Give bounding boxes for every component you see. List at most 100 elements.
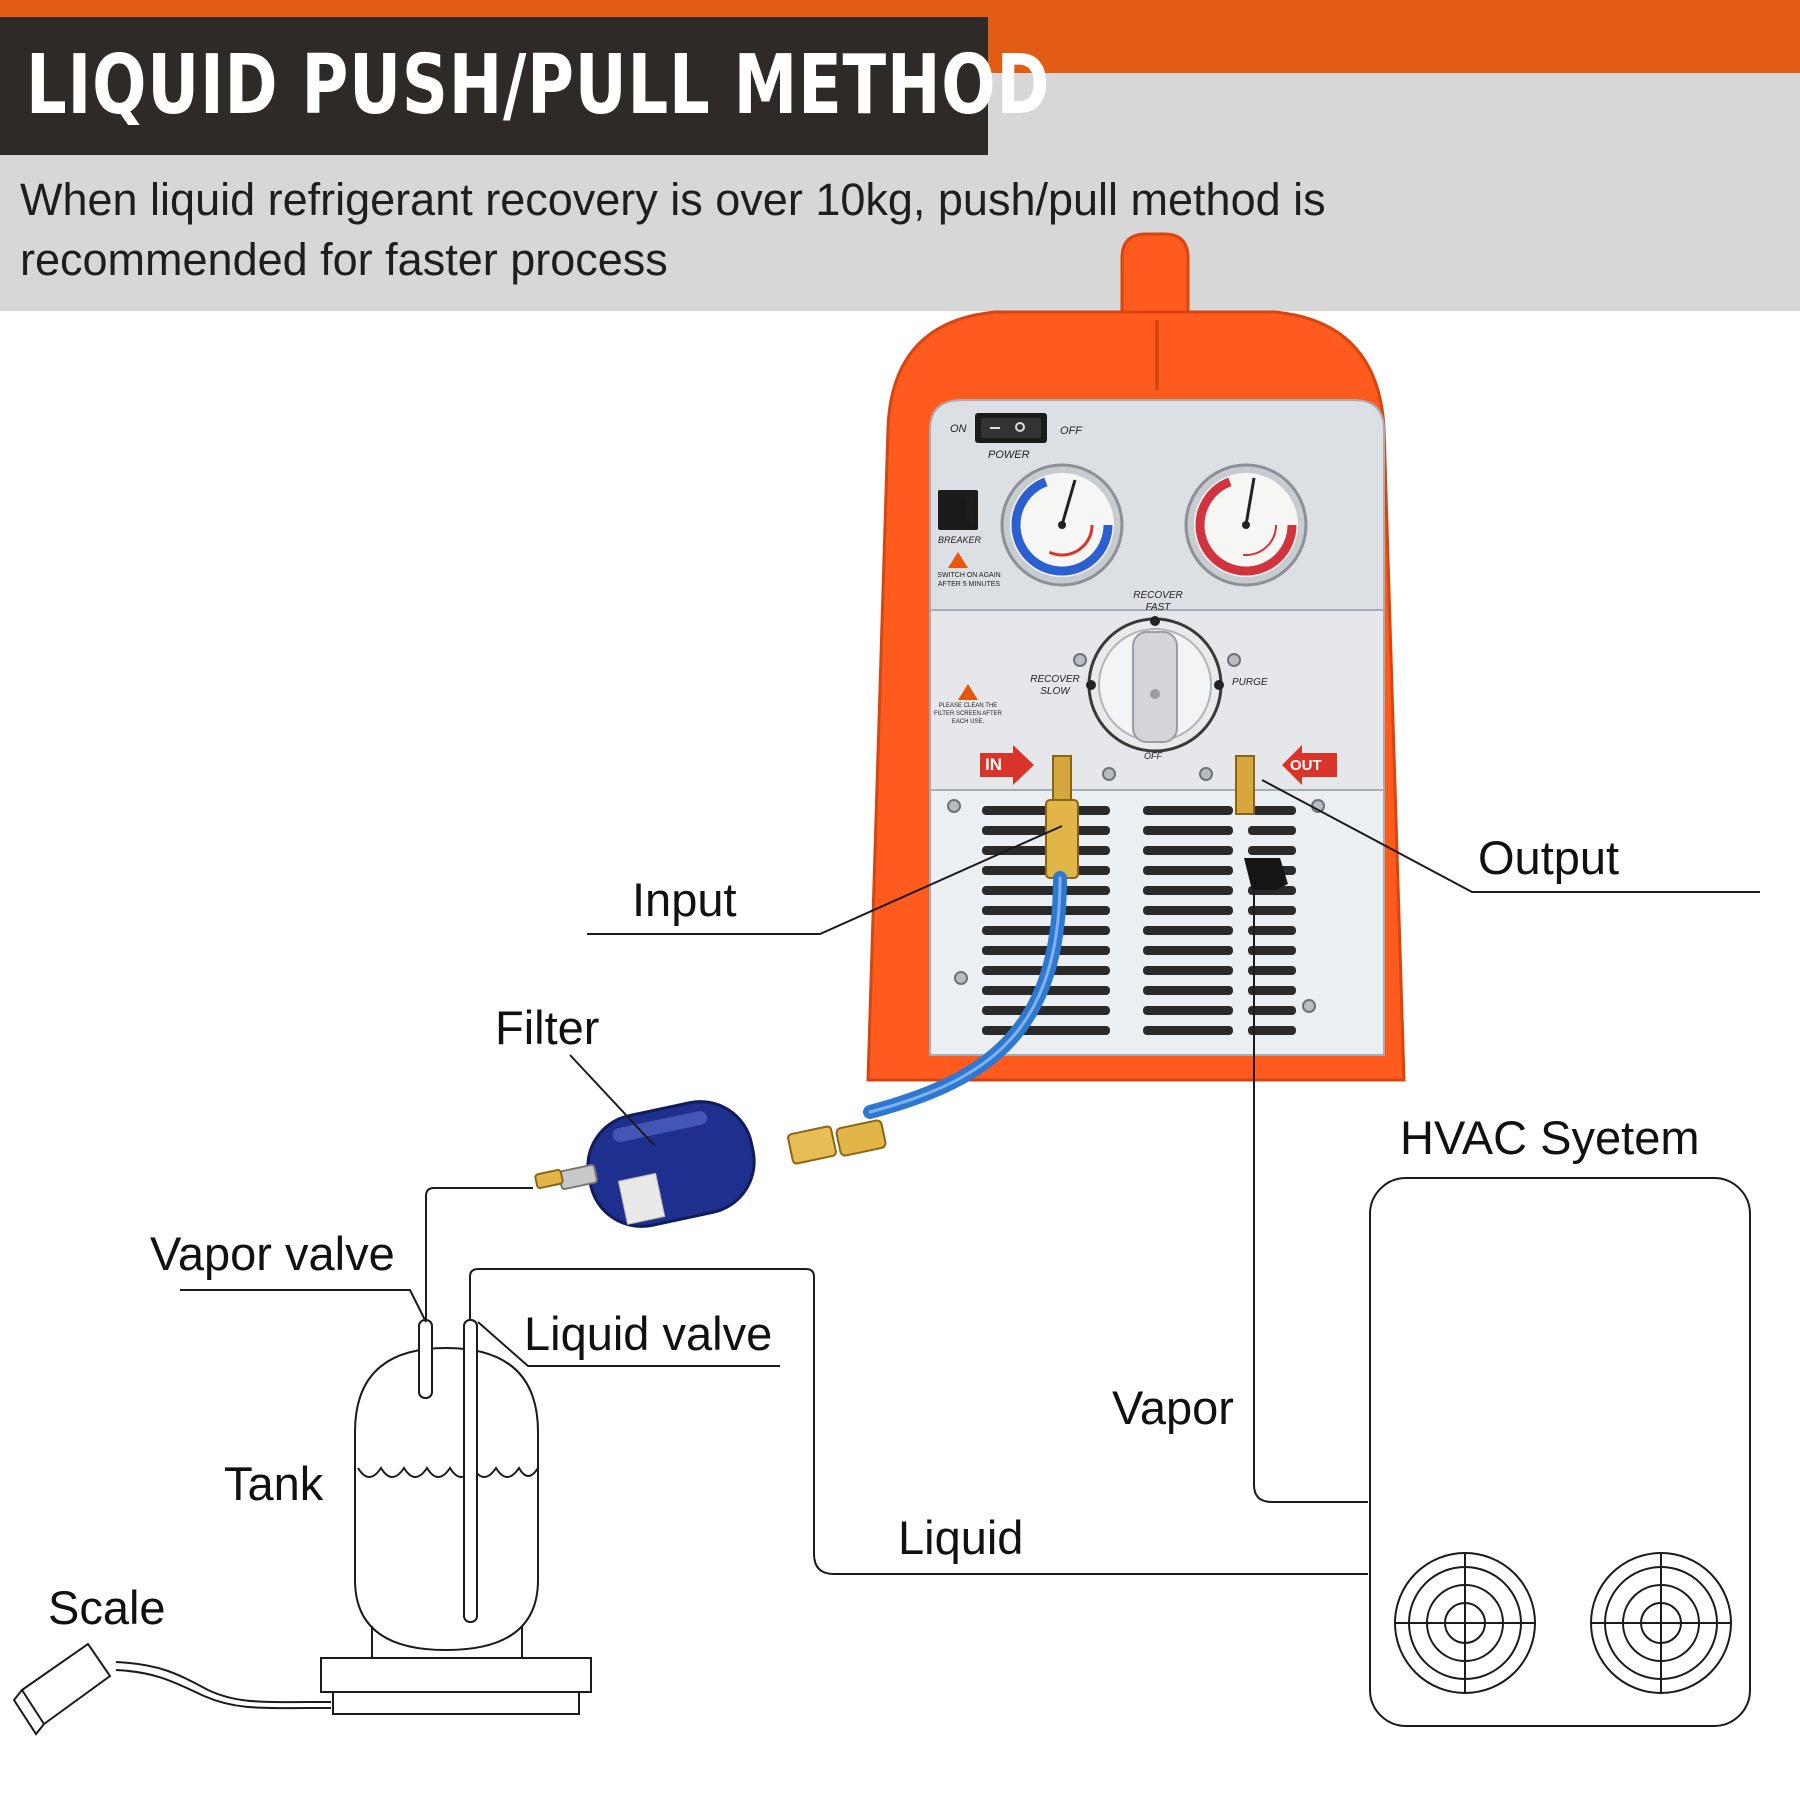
out-arrow-badge: [1282, 745, 1337, 785]
filter-drier-shine: [612, 1110, 708, 1143]
vent-slot: [1248, 926, 1296, 935]
vent-slot: [1248, 846, 1296, 855]
callout-leaders: [180, 779, 1760, 1367]
vent-slot: [1143, 826, 1233, 835]
power-switch-rocker: [981, 418, 1041, 438]
recovery-machine: [534, 232, 1406, 1228]
vapor-line-tank: [425, 1187, 533, 1322]
vent-slot: [1248, 806, 1296, 815]
output-cap: [1244, 858, 1288, 890]
vent-slot: [982, 1026, 1110, 1035]
warning-switch-label: SWITCH ON AGAIN AFTER 5 MINUTES: [937, 572, 1001, 588]
page-title: LIQUID PUSH/PULL METHOD: [26, 38, 1051, 133]
power-label: POWER: [988, 449, 1030, 461]
scale-controller-side: [12, 1689, 45, 1736]
vent-slot: [1143, 866, 1233, 875]
input-label: Input: [632, 873, 737, 926]
vapor-valve-tube: [418, 1319, 433, 1399]
breaker-label: BREAKER: [938, 535, 982, 545]
vent-slot: [1248, 906, 1296, 915]
input-port: [1052, 755, 1072, 801]
vent-slot: [982, 1006, 1110, 1015]
scale-cable: [115, 1661, 332, 1704]
vent-slot: [982, 926, 1110, 935]
liquid-label: Liquid: [898, 1511, 1024, 1564]
vent-slot: [1248, 946, 1296, 955]
vent-slot: [1143, 966, 1233, 975]
scale-base: [332, 1691, 580, 1715]
vent-slot: [1143, 846, 1233, 855]
title-banner: LIQUID PUSH/PULL METHOD: [0, 17, 1050, 155]
scale-stand: [371, 1626, 523, 1658]
warning-triangle-icon: [958, 684, 978, 700]
vent-slot: [1143, 806, 1233, 815]
vent-slot: [1143, 886, 1233, 895]
scale-label: Scale: [48, 1581, 166, 1634]
vent-slot: [982, 886, 1110, 895]
liquid-line: [469, 1268, 1368, 1575]
vent-slot: [982, 946, 1110, 955]
hose-nut: [787, 1125, 837, 1165]
recover-fast-label: RECOVER FAST: [1133, 590, 1183, 613]
filter-leader: [569, 1054, 655, 1146]
vent-slot: [1248, 986, 1296, 995]
vapor-valve-label: Vapor valve: [150, 1227, 395, 1280]
switch-off-label: OFF: [1060, 425, 1082, 437]
vent-slot: [1143, 906, 1233, 915]
filter-drier-label: [617, 1172, 666, 1225]
fan-icon: [1394, 1552, 1536, 1694]
line-art: [12, 890, 1751, 1736]
hvac-system-label: HVAC Syetem: [1400, 1111, 1700, 1164]
in-arrow-badge: [980, 745, 1034, 785]
switch-on-label: ON: [950, 423, 967, 435]
scale-platform: [320, 1657, 592, 1693]
panel-screws: [947, 653, 1325, 1013]
vent-slot: [982, 906, 1110, 915]
tank-body: [354, 1346, 539, 1652]
vent-slot: [1143, 1026, 1233, 1035]
vent-slot: [1143, 1006, 1233, 1015]
in-badge-label: IN: [985, 755, 1002, 774]
warning-filter-label: PLEASE CLEAN THE FILTER SCREEN AFTER EAC…: [934, 703, 1002, 725]
low-pressure-gauge: [1000, 463, 1124, 587]
filter-drier: [586, 1100, 756, 1228]
tank-liquid-surface: [357, 1466, 539, 1478]
input-hose-highlight: [868, 876, 1062, 1114]
scale-controller: [20, 1642, 112, 1726]
output-label: Output: [1478, 831, 1620, 884]
liquid-valve-tube: [463, 1319, 478, 1623]
vapor-valve-leader: [180, 1289, 427, 1323]
mode-knob: [1086, 616, 1224, 753]
vent-slot: [1143, 946, 1233, 955]
output-leader: [1261, 779, 1760, 893]
vent-slot: [1248, 1026, 1296, 1035]
switch-off-mark: [1015, 422, 1025, 432]
vent-slot: [1143, 926, 1233, 935]
warning-triangle-icon: [948, 552, 968, 568]
vent-slot: [1143, 986, 1233, 995]
input-fitting: [1045, 799, 1079, 879]
breaker-button: [938, 490, 978, 530]
hose-coupling: [835, 1119, 887, 1157]
fan-icon: [1590, 1552, 1732, 1694]
breaker-rating-label: 10 AMP: [965, 494, 975, 524]
input-leader: [587, 825, 1063, 935]
scale-cable: [115, 1669, 332, 1710]
high-pressure-gauge: [1184, 463, 1308, 587]
filter-label: Filter: [495, 1001, 600, 1054]
hvac-unit: [1369, 1177, 1751, 1727]
purge-label: PURGE: [1232, 677, 1268, 688]
vapor-line-hvac: [1253, 890, 1368, 1503]
tank-label: Tank: [224, 1457, 324, 1510]
vent-slot: [1248, 826, 1296, 835]
vent-slot: [1248, 966, 1296, 975]
vent-slot: [1248, 1006, 1296, 1015]
out-badge-label: OUT: [1290, 757, 1322, 774]
knob-off-label: OFF: [1144, 751, 1162, 761]
recover-slow-label: RECOVER SLOW: [1030, 674, 1080, 697]
liquid-valve-leader: [477, 1321, 780, 1367]
page-subtitle: When liquid refrigerant recovery is over…: [20, 174, 1326, 285]
liquid-valve-label: Liquid valve: [524, 1307, 773, 1360]
vapor-label: Vapor: [1112, 1381, 1234, 1434]
